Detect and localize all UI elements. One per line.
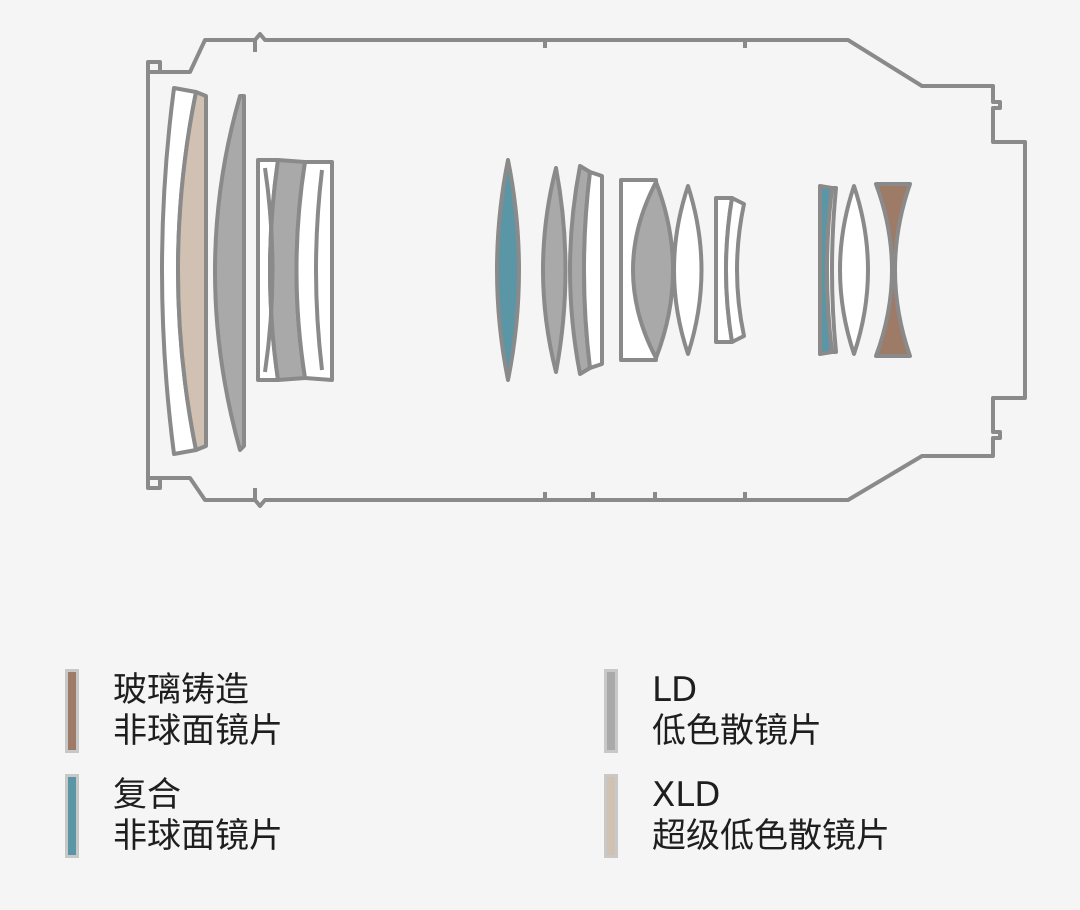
swatch-beige-icon (604, 774, 618, 858)
legend-label-line2: 低色散镜片 (652, 711, 822, 751)
lens-barrel-outline (146, 32, 1027, 508)
lens-element-plain-g2c (263, 167, 324, 373)
barrel-tick (253, 40, 747, 500)
barrel-front-notch-bottom (146, 478, 162, 490)
legend-label-line1: XLD (652, 775, 721, 815)
legend-item-glass-molded-aspherical: 玻璃铸造 非球面镜片 (65, 669, 283, 753)
lens-element-plain-meniscus (672, 184, 704, 356)
lens-element-plain-rear (825, 186, 838, 354)
lens-construction-diagram (146, 32, 1027, 508)
legend-label-line2: 非球面镜片 (113, 711, 283, 751)
legend-item-xld: XLD 超级低色散镜片 (604, 774, 890, 858)
lens-element-xld-front (176, 90, 208, 452)
swatch-brown-icon (65, 669, 79, 753)
legend-label-line1: 复合 (113, 775, 181, 815)
barrel-front-notch-top (146, 60, 162, 72)
legend-item-hybrid-aspherical: 复合 非球面镜片 (65, 774, 283, 858)
lens-element-ld-block (631, 180, 675, 360)
swatch-blue-icon (65, 774, 79, 858)
legend-label-line2: 非球面镜片 (113, 816, 283, 856)
legend-label-line2: 超级低色散镜片 (652, 816, 890, 856)
lens-element-hybrid-aspherical (495, 158, 521, 382)
legend-label-line1: 玻璃铸造 (113, 670, 249, 710)
legend-label-line1: LD (652, 670, 698, 710)
lens-element-plain-biconvex (838, 184, 870, 356)
swatch-gray-icon (604, 669, 618, 753)
legend-item-ld: LD 低色散镜片 (604, 669, 822, 753)
lens-element-plain-small-b (724, 196, 746, 344)
lens-element-glass-molded-aspherical (874, 182, 912, 358)
lens-element-ld-mid-a (541, 166, 568, 374)
lens-element-ld-front (213, 94, 246, 452)
lens-element-plain-mid-c (582, 170, 604, 370)
